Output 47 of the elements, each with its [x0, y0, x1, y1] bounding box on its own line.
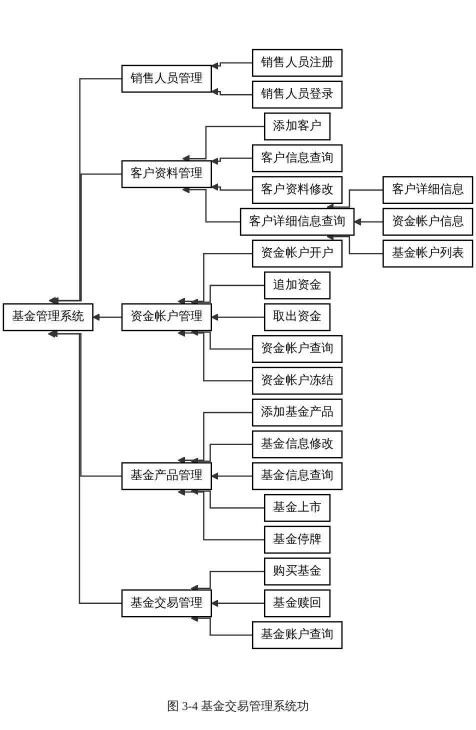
arrow	[182, 186, 241, 222]
arrow	[354, 218, 384, 226]
arrow	[182, 126, 265, 162]
node-box: 资金帐户管理	[121, 303, 212, 332]
arrow	[210, 62, 253, 70]
arrow	[210, 183, 253, 191]
figure-caption: 图 3-4 基金交易管理系统功	[167, 698, 309, 715]
arrow	[211, 600, 265, 608]
arrow	[178, 488, 265, 540]
arrow	[211, 472, 253, 480]
node-box: 添加基金产品	[252, 398, 343, 427]
node-box: 基金交易管理	[121, 589, 212, 618]
node-box: 资金帐户冻结	[252, 366, 343, 395]
node-box: 追加资金	[264, 271, 331, 300]
node-box: 客户资料管理	[121, 160, 212, 188]
arrow	[48, 78, 122, 304]
node-box: 客户详细信息	[382, 176, 474, 204]
node-box: 基金账户查询	[252, 621, 343, 650]
node-box: 资金帐户开户	[252, 240, 343, 268]
node-box: 基金管理系统	[2, 303, 94, 332]
node-box: 资金帐户查询	[252, 335, 343, 363]
node-box: 购买基金	[264, 558, 331, 586]
arrow	[211, 313, 265, 321]
node-box: 取出资金	[264, 303, 331, 332]
node-box: 基金停牌	[264, 526, 331, 554]
node-box: 客户资料修改	[252, 176, 343, 204]
arrow	[178, 412, 253, 464]
node-box: 资金帐户信息	[382, 208, 474, 236]
arrow	[210, 88, 253, 96]
node-box: 销售人员登录	[252, 80, 343, 109]
node-box: 基金帐户列表	[382, 240, 474, 268]
arrow	[92, 313, 122, 321]
node-box: 基金上市	[264, 494, 331, 522]
node-box: 基金信息修改	[252, 430, 343, 458]
node-box: 基金产品管理	[121, 462, 212, 490]
arrow	[178, 252, 253, 306]
arrow	[178, 329, 253, 382]
arrow	[190, 444, 253, 465]
node-box: 客户信息查询	[252, 144, 343, 172]
node-box: 销售人员管理	[121, 64, 212, 93]
node-box: 添加客户	[264, 112, 331, 140]
node-box: 基金赎回	[264, 589, 331, 618]
arrow	[48, 330, 122, 604]
node-box: 基金信息查询	[252, 462, 343, 490]
node-box: 客户详细信息查询	[240, 208, 355, 236]
node-box: 销售人员注册	[252, 48, 343, 77]
arrow	[210, 158, 253, 166]
